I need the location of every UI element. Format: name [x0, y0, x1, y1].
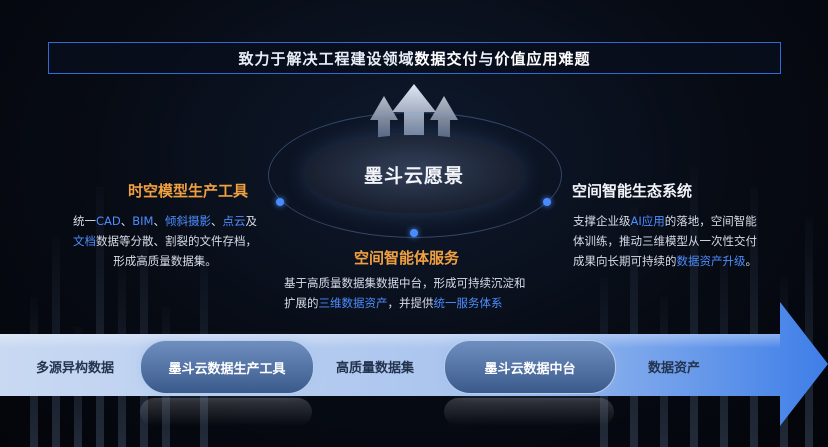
flow-step-2-pill: 墨斗云数据生产工具: [140, 340, 314, 394]
right-connector-dot: [543, 198, 551, 206]
middle-connector-dot: [410, 229, 418, 237]
left-description: 统一CAD、BIM、倾斜摄影、点云及 文档数据等分散、割裂的文件存档， 形成高质…: [73, 214, 257, 268]
flow-step-4: 墨斗云数据中台: [484, 361, 576, 377]
flow-step-3: 高质量数据集: [336, 361, 415, 376]
middle-description: 基于高质量数据集数据中台，形成可持续沉淀和 扩展的三维数据资产，并提供统一服务体…: [284, 276, 526, 310]
left-connector-dot: [276, 198, 284, 206]
headline-part1: 致力于解决工程建设领域: [238, 49, 415, 68]
flow-step-2: 墨斗云数据生产工具: [168, 361, 286, 377]
middle-title: 空间智能体服务: [354, 249, 460, 267]
headline-highlight-2: 价值应用难题: [494, 49, 591, 68]
headline-part2: 与: [478, 49, 495, 68]
headline-highlight-1: 数据交付: [414, 49, 479, 68]
flow-step-4-pill: 墨斗云数据中台: [444, 340, 616, 394]
flow-step-5: 数据资产: [648, 361, 701, 376]
left-title: 时空模型生产工具: [128, 182, 249, 200]
right-title: 空间智能生态系统: [572, 182, 693, 200]
center-title: 墨斗云愿景: [363, 164, 464, 187]
flow-step-1: 多源异构数据: [36, 361, 115, 376]
headline-banner: 致力于解决工程建设领域数据交付与价值应用难题: [48, 42, 781, 74]
pill-reflection-1: [140, 398, 312, 426]
pill-reflection-2: [444, 398, 614, 426]
center-orbit-ring: [268, 112, 562, 238]
right-description: 支撑企业级AI应用的落地，空间智能 体训练，推动三维模型从一次性交付 成果向长期…: [573, 214, 757, 268]
center-vision-badge: 墨斗云愿景: [305, 135, 523, 213]
